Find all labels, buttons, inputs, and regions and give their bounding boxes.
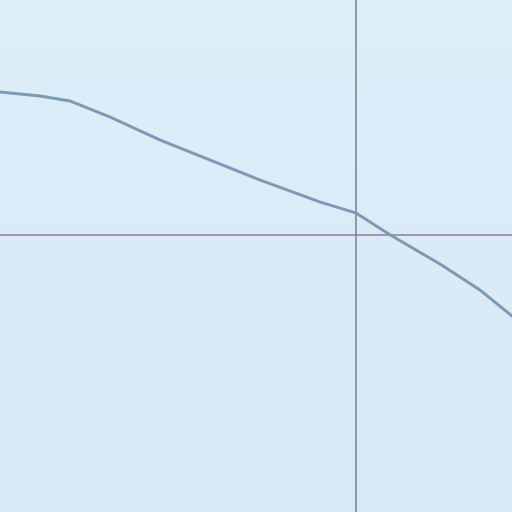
boundary-line (0, 90, 512, 318)
